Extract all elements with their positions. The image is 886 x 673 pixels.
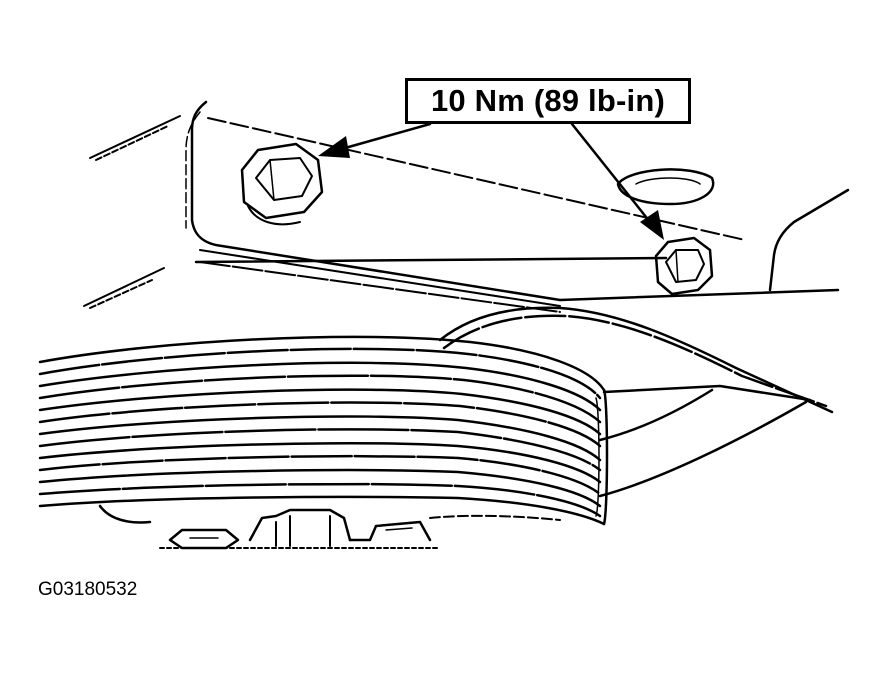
leader-arrow-right xyxy=(570,122,664,240)
boss-oval-inner xyxy=(635,177,701,185)
pulley-grooves xyxy=(38,335,609,526)
bracket-plate xyxy=(185,100,850,313)
torque-callout-box: 10 Nm (89 lb-in) xyxy=(405,78,691,124)
torque-spec-label: 10 Nm (89 lb-in) xyxy=(430,83,666,118)
leader-arrow-left xyxy=(318,122,432,158)
drive-belt xyxy=(438,306,834,498)
bolt-right xyxy=(654,236,714,296)
pulley-hub-details xyxy=(98,504,561,550)
boss-oval xyxy=(616,168,715,206)
figure-id-label: G03180532 xyxy=(38,579,138,600)
bolt-left xyxy=(240,142,324,226)
engine-contour-lines xyxy=(83,115,181,309)
